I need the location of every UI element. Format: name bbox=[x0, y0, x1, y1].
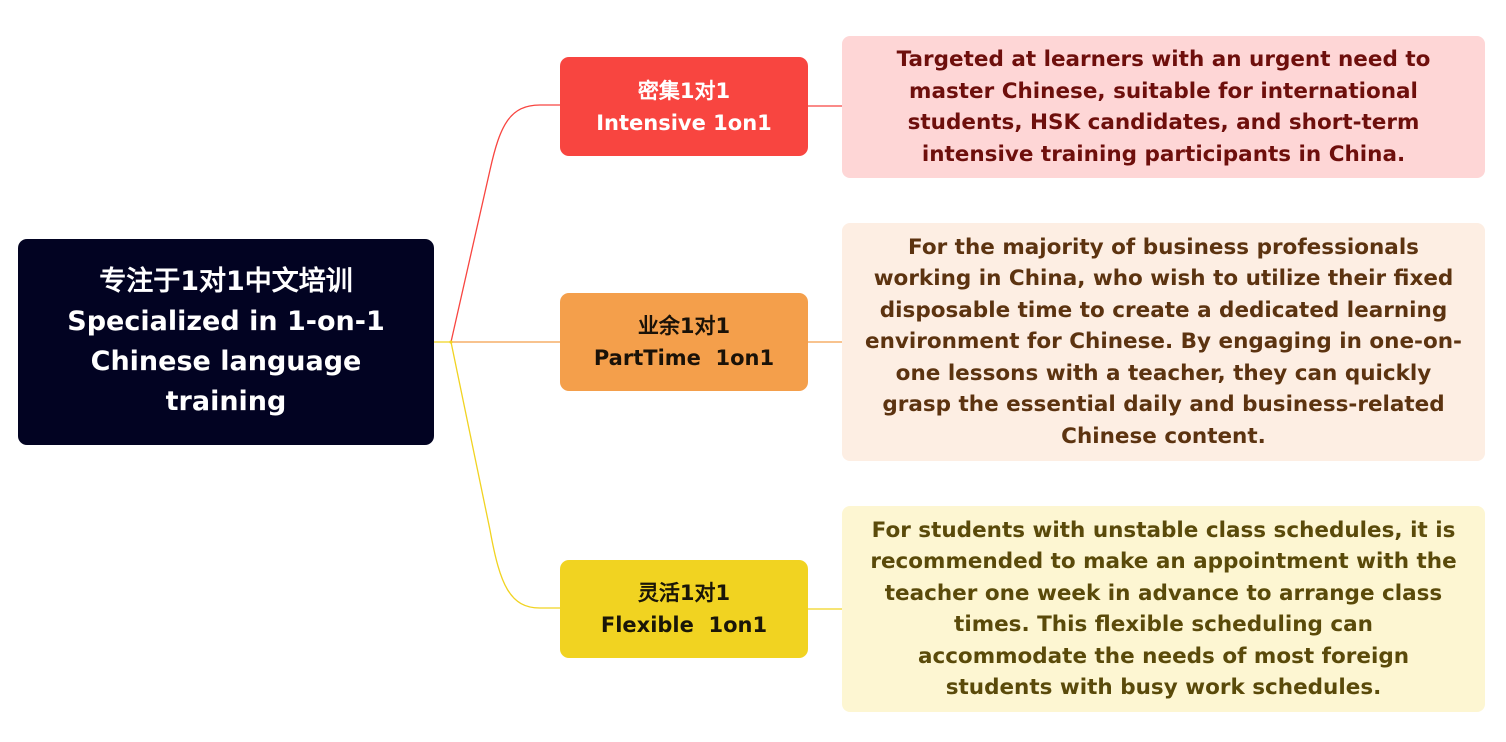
description-line: intensive training participants in China… bbox=[921, 141, 1406, 167]
description-line: students with busy work schedules. bbox=[945, 675, 1382, 700]
description-line: students, HSK candidates, and short-term bbox=[907, 110, 1420, 135]
description-flexible[interactable]: For students with unstable class schedul… bbox=[842, 506, 1485, 712]
description-line: For the majority of business professiona… bbox=[908, 234, 1419, 260]
description-line: Targeted at learners with an urgent need… bbox=[896, 47, 1431, 72]
root-title-en-line-2: Chinese language bbox=[90, 346, 362, 377]
branch-intensive[interactable]: 密集1对1 Intensive 1on1 bbox=[560, 57, 808, 156]
description-line: disposable time to create a dedicated le… bbox=[879, 297, 1448, 323]
description-line: environment for Chinese. By engaging in … bbox=[865, 329, 1462, 355]
connector-flexible bbox=[450, 341, 560, 609]
description-line: grasp the essential daily and business-r… bbox=[882, 392, 1445, 418]
branch-parttime[interactable]: 业余1对1 PartTime 1on1 bbox=[560, 293, 808, 391]
description-line: accommodate the needs of most foreign bbox=[917, 643, 1410, 669]
description-line: For students with unstable class schedul… bbox=[871, 517, 1456, 543]
description-line: working in China, who wish to utilize th… bbox=[873, 266, 1454, 292]
description-intensive[interactable]: Targeted at learners with an urgent need… bbox=[842, 36, 1485, 178]
description-line: Chinese content. bbox=[1061, 423, 1266, 449]
branch-flexible-title-en: Flexible 1on1 bbox=[600, 613, 768, 637]
connector-intensive bbox=[450, 104, 560, 343]
branch-intensive-title-zh: 密集1对1 bbox=[637, 78, 731, 103]
description-line: recommended to make an appointment with … bbox=[870, 549, 1457, 574]
root-title-zh: 专注于1对1中文培训 bbox=[99, 266, 353, 297]
junction-dot bbox=[449, 340, 453, 344]
root-title-en-line-3: training bbox=[165, 386, 287, 417]
description-parttime[interactable]: For the majority of business professiona… bbox=[842, 223, 1485, 461]
branch-parttime-title-en: PartTime 1on1 bbox=[593, 346, 775, 370]
branch-flexible[interactable]: 灵活1对1 Flexible 1on1 bbox=[560, 560, 808, 658]
branch-intensive-title-en: Intensive 1on1 bbox=[596, 110, 772, 135]
description-line: master Chinese, suitable for internation… bbox=[909, 78, 1418, 104]
description-line: teacher one week in advance to arrange c… bbox=[884, 580, 1443, 606]
root-topic[interactable]: 专注于1对1中文培训 Specialized in 1-on-1 Chinese… bbox=[18, 239, 434, 445]
description-line: one lessons with a teacher, they can qui… bbox=[895, 360, 1432, 386]
root-title-en-line-1: Specialized in 1-on-1 bbox=[67, 306, 385, 337]
description-line: times. This flexible scheduling can bbox=[954, 612, 1373, 637]
branch-flexible-title-zh: 灵活1对1 bbox=[637, 581, 731, 605]
branch-parttime-title-zh: 业余1对1 bbox=[637, 314, 731, 338]
